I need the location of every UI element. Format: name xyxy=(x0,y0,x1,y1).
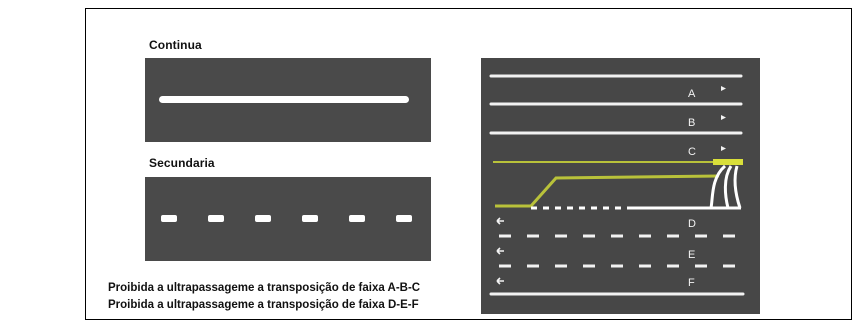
secundaria-label: Secundaria xyxy=(149,156,215,170)
arrow-icon xyxy=(721,146,726,151)
transition-line xyxy=(495,174,720,208)
dashed-segment xyxy=(161,215,177,222)
lane-letter-d: D xyxy=(688,218,696,230)
dashed-segment xyxy=(255,215,271,222)
left-arrow-icon xyxy=(496,217,504,225)
arrow-icon xyxy=(721,115,726,120)
curve-marking xyxy=(723,165,733,209)
road-surface xyxy=(481,58,760,314)
curve-marking xyxy=(709,164,727,209)
dashed-segment xyxy=(396,215,412,222)
dashed-segment xyxy=(302,215,318,222)
lane-letter-e: E xyxy=(688,249,695,261)
lane-letter-b: B xyxy=(688,117,695,129)
left-arrow-icon xyxy=(496,247,504,255)
lane-letter-f: F xyxy=(688,277,695,289)
continua-road xyxy=(145,58,431,142)
lane-letter-c: C xyxy=(688,146,696,158)
lane-letter-a: A xyxy=(688,88,696,100)
multi-lane-road-diagram: A B C D E F xyxy=(481,58,760,314)
left-arrow-icon xyxy=(496,277,504,285)
continuous-line xyxy=(159,96,409,103)
curve-marking xyxy=(733,165,742,209)
highlight-block xyxy=(713,159,743,165)
dashed-segment xyxy=(208,215,224,222)
secundaria-road xyxy=(145,177,431,261)
rule-def: Proibida a ultrapassageme a transposição… xyxy=(108,299,419,311)
arrow-icon xyxy=(721,86,726,91)
rule-abc: Proibida a ultrapassageme a transposição… xyxy=(108,282,421,294)
continua-label: Continua xyxy=(149,38,202,52)
dashed-segment xyxy=(349,215,365,222)
